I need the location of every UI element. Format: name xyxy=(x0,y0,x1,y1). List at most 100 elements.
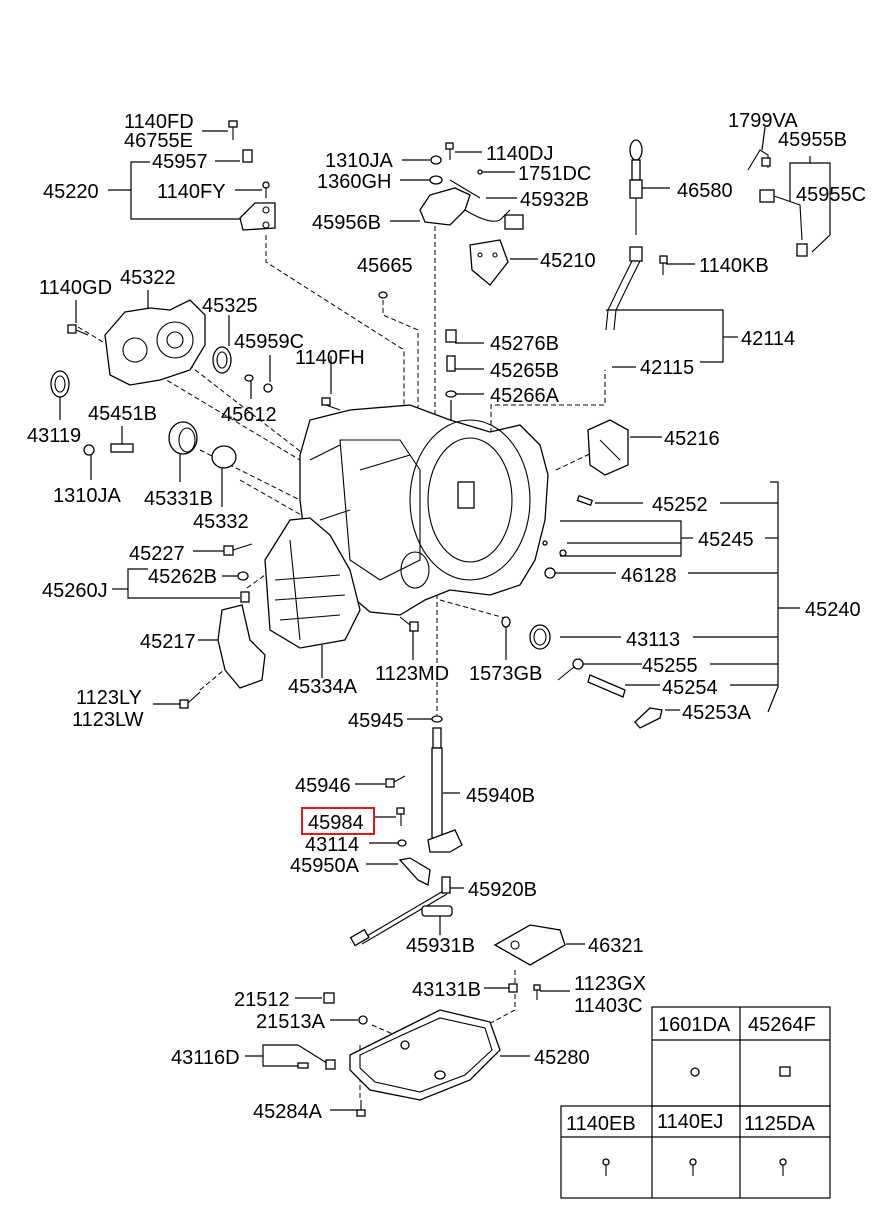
oil-seal-icon xyxy=(50,370,70,398)
part-label[interactable]: 45451B xyxy=(88,403,157,425)
legend-table-cell[interactable]: 1601DA xyxy=(658,1014,731,1036)
part-label[interactable]: 45932B xyxy=(520,189,589,211)
part-label[interactable]: 43119 xyxy=(27,425,81,447)
vent-icon xyxy=(110,443,134,453)
legend-table-cell[interactable]: 1125DA xyxy=(744,1113,815,1135)
part-label[interactable]: 45260J xyxy=(42,580,108,602)
bolt-icon xyxy=(228,120,238,140)
part-label[interactable]: 42115 xyxy=(640,357,694,379)
part-label[interactable]: 42114 xyxy=(741,328,795,350)
part-label[interactable]: 45276B xyxy=(490,333,559,355)
part-label[interactable]: 1140FD xyxy=(124,111,194,133)
part-label[interactable]: 45946 xyxy=(295,775,351,797)
part-label[interactable]: 43131B xyxy=(412,979,481,1001)
part-label[interactable]: 45245 xyxy=(698,529,754,551)
pin-icon xyxy=(477,169,483,175)
part-label[interactable]: 45280 xyxy=(534,1047,590,1069)
part-label[interactable]: 45216 xyxy=(664,428,720,450)
bracket-icon xyxy=(239,202,276,231)
guide-icon xyxy=(421,905,453,917)
part-label[interactable]: 1140FH xyxy=(295,347,365,369)
part-label[interactable]: 45217 xyxy=(140,631,196,653)
part-label[interactable]: 11403C xyxy=(574,995,643,1017)
part-label[interactable]: 45959C xyxy=(234,331,304,353)
part-label[interactable]: 1751DC xyxy=(518,163,591,185)
part-label[interactable]: 1140KB xyxy=(699,255,769,277)
o-ring-icon xyxy=(397,839,407,847)
part-label[interactable]: 1360GH xyxy=(317,171,392,193)
part-label[interactable]: 45920B xyxy=(468,879,537,901)
part-label[interactable]: 1799VA xyxy=(728,110,798,132)
part-label[interactable]: 45253A xyxy=(682,702,752,724)
part-label[interactable]: 1123LY xyxy=(76,687,142,709)
o-ring-icon xyxy=(378,291,388,299)
part-label[interactable]: 45252 xyxy=(652,494,708,516)
gasket-icon xyxy=(508,983,518,993)
legend-table-cell[interactable]: 1140EB xyxy=(566,1113,636,1135)
part-label[interactable]: 1123GX xyxy=(574,973,646,995)
switch-plate-icon xyxy=(469,239,509,286)
legend-table-cell[interactable]: 1140EJ xyxy=(657,1111,723,1133)
part-label[interactable]: 45665 xyxy=(357,255,413,277)
nut-icon xyxy=(240,591,250,603)
shaft-icon xyxy=(587,674,626,698)
part-label[interactable]: 45612 xyxy=(221,404,277,426)
inhibitor-switch-icon xyxy=(419,179,524,230)
lever-icon xyxy=(634,707,663,729)
part-label[interactable]: 45322 xyxy=(120,267,176,289)
legend-table-cell[interactable]: 45264F xyxy=(748,1014,816,1036)
part-label[interactable]: 43113 xyxy=(626,629,680,651)
part-label[interactable]: 45957 xyxy=(152,151,208,173)
part-label[interactable]: 43114 xyxy=(305,834,359,856)
part-label[interactable]: 45331B xyxy=(144,488,213,510)
part-label[interactable]: 43116D xyxy=(171,1047,240,1069)
part-label[interactable]: 21512 xyxy=(234,989,290,1011)
part-label[interactable]: 45210 xyxy=(540,250,596,272)
part-label[interactable]: 1140FY xyxy=(157,181,226,203)
part-label[interactable]: 45332 xyxy=(193,511,249,533)
part-label[interactable]: 46580 xyxy=(677,180,733,202)
bracket-icon xyxy=(587,419,629,476)
plug-icon xyxy=(544,567,556,579)
part-label[interactable]: 1310JA xyxy=(53,485,121,507)
part-label[interactable]: 21513A xyxy=(256,1011,326,1033)
drain-plug-icon xyxy=(323,992,335,1004)
part-label[interactable]: 45956B xyxy=(312,212,381,234)
washer-icon xyxy=(429,175,443,185)
detent-lever-icon xyxy=(398,857,431,886)
bolt-icon xyxy=(445,142,454,160)
part-label[interactable]: 45334A xyxy=(288,676,358,698)
part-label[interactable]: 45265B xyxy=(490,360,559,382)
part-label[interactable]: 45220 xyxy=(43,181,99,203)
part-label[interactable]: 45325 xyxy=(202,295,258,317)
part-label[interactable]: 1310JA xyxy=(325,150,393,172)
part-label[interactable]: 45255 xyxy=(642,655,698,677)
part-label[interactable]: 1573GB xyxy=(469,663,542,685)
part-label[interactable]: 45955C xyxy=(796,184,866,206)
part-label[interactable]: 45284A xyxy=(253,1101,323,1123)
part-label[interactable]: 46128 xyxy=(621,565,677,587)
part-label[interactable]: 1123MD xyxy=(375,663,449,685)
plug-icon xyxy=(445,329,457,343)
washer-icon xyxy=(431,715,443,723)
part-label[interactable]: 45955B xyxy=(778,129,847,151)
part-label[interactable]: 45945 xyxy=(348,710,404,732)
part-label[interactable]: 46755E xyxy=(124,130,193,152)
part-label[interactable]: 1140GD xyxy=(39,277,112,299)
part-label[interactable]: 46321 xyxy=(588,935,644,957)
part-label[interactable]: 1140DJ xyxy=(486,143,553,165)
transmission-case-icon xyxy=(299,404,549,616)
part-label[interactable]: 45266A xyxy=(490,385,560,407)
part-label[interactable]: 1123LW xyxy=(72,709,144,731)
part-label[interactable]: 45227 xyxy=(129,543,185,565)
gasket-icon xyxy=(445,390,457,398)
part-label[interactable]: 45240 xyxy=(805,599,861,621)
bolt-icon xyxy=(689,1158,697,1176)
highlighted-part-label[interactable]: 45984 xyxy=(308,812,364,834)
part-label[interactable]: 45931B xyxy=(406,935,475,957)
part-label[interactable]: 45940B xyxy=(466,785,535,807)
part-label[interactable]: 45254 xyxy=(662,677,718,699)
part-label[interactable]: 45950A xyxy=(290,855,360,877)
part-label[interactable]: 45262B xyxy=(148,566,217,588)
oil-filter-icon xyxy=(493,924,566,966)
